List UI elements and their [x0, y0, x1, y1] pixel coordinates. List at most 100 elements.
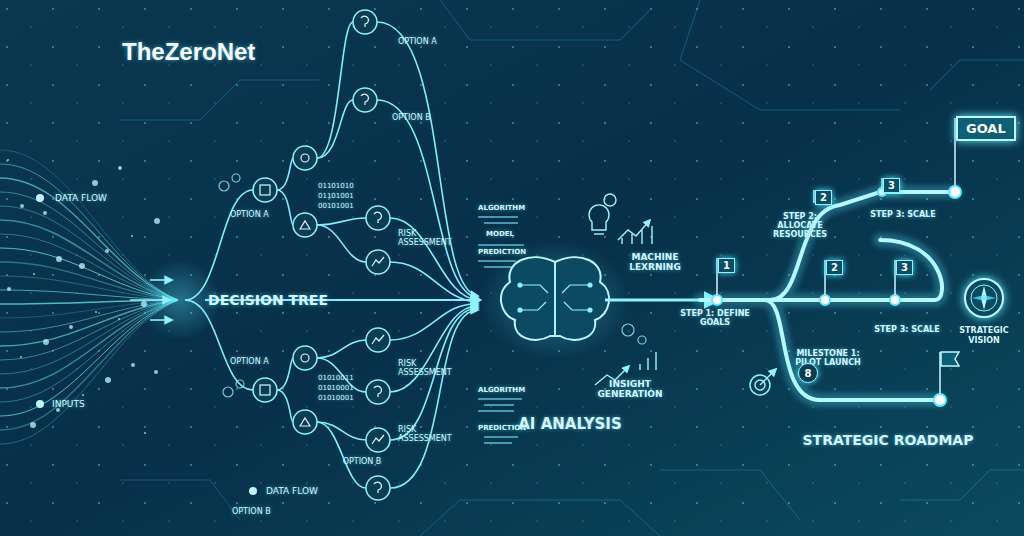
illustration-part	[930, 60, 1024, 90]
illustration-part	[390, 262, 478, 302]
illustration-part	[43, 211, 47, 215]
illustration-part	[890, 295, 900, 305]
illustration-part	[770, 192, 955, 300]
illustration-part	[604, 194, 616, 206]
target-icon	[750, 369, 776, 395]
node-icons	[260, 16, 384, 493]
illustration-part	[589, 205, 609, 230]
illustration-part	[700, 192, 955, 400]
section-label: STEP 1: DEFINE GOALS	[680, 309, 750, 327]
illustration-part	[105, 249, 109, 253]
illustration-part	[317, 22, 353, 158]
illustration-part	[765, 300, 940, 400]
illustration-part	[770, 192, 955, 300]
road-markers	[712, 186, 961, 406]
illustration-part	[120, 480, 240, 520]
watermark: TheZeroNet	[122, 38, 255, 66]
milestone-flag: 1	[718, 258, 735, 273]
illustration-part	[700, 293, 935, 307]
illustration-part	[253, 378, 277, 402]
illustration-part	[277, 358, 293, 390]
illustration-part	[478, 216, 518, 218]
step-circle: 8	[798, 363, 818, 383]
illustration-part	[293, 410, 317, 434]
illustration-part	[377, 22, 478, 296]
flag-text: 2	[820, 192, 827, 203]
illustration-part	[232, 174, 240, 182]
illustration-part	[554, 262, 555, 336]
illustration-part	[660, 470, 800, 520]
annotation-label: RISK ASSESSMENT	[398, 359, 458, 377]
flag-text: GOAL	[966, 121, 1006, 136]
section-label: MILESTONE 1: PILOT LAUNCH	[788, 349, 868, 367]
illustration-part	[484, 436, 518, 438]
illustration-part	[130, 299, 170, 301]
decision-tree-nodes	[253, 10, 390, 500]
illustration-part	[317, 225, 366, 262]
illustration-part	[293, 146, 317, 170]
illustration-part	[520, 285, 548, 293]
illustration-part	[120, 80, 320, 120]
vision-label: STRATEGIC VISION	[944, 326, 1024, 345]
brain-circuits	[518, 262, 592, 336]
flag-poles	[717, 118, 955, 394]
illustration-part	[366, 206, 390, 230]
section-label: INSIGHT GENERATION	[595, 379, 665, 400]
illustration-part	[680, 0, 900, 110]
illustration-part	[640, 352, 656, 370]
illustration-part	[478, 410, 514, 412]
illustration-part	[185, 190, 253, 300]
illustration-part	[293, 346, 317, 370]
illustration-part	[20, 356, 22, 358]
illustration-part	[638, 336, 646, 344]
annotation-label: OPTION A	[398, 37, 437, 46]
compass-needle	[966, 280, 1002, 316]
illustration-part	[317, 422, 366, 488]
section-label: DECISION TREE	[208, 292, 328, 308]
illustration-part	[765, 300, 940, 400]
illustration-part	[353, 88, 377, 112]
illustration-part	[131, 235, 133, 237]
illustration-part	[260, 185, 270, 195]
illustration-part	[150, 279, 172, 281]
annotation-label: DATA FLOW	[55, 193, 107, 203]
flag-text: 8	[805, 368, 812, 379]
illustration-part	[372, 257, 384, 266]
illustration-part	[249, 487, 257, 495]
section-label: ALGORITHM	[478, 386, 525, 394]
milestone-flag: 2	[815, 190, 832, 205]
illustration-part	[555, 257, 609, 340]
annotation-label: OPTION A	[230, 210, 269, 219]
illustration-part	[33, 273, 35, 275]
illustration-part	[374, 482, 381, 493]
illustration-part	[277, 190, 293, 225]
illustration-part	[900, 470, 1024, 500]
illustration-part	[372, 435, 384, 444]
illustration-part	[277, 158, 293, 190]
illustration-part	[478, 244, 524, 246]
annotation-label: 00101001	[318, 202, 354, 210]
annotation-label: RISK ASSESSMENT	[398, 229, 458, 247]
illustration-part	[0, 164, 178, 300]
illustration-part	[253, 178, 277, 202]
milestone-flag: 2	[826, 260, 843, 275]
section-label: STEP 3: SCALE	[870, 210, 935, 219]
annotation-label: 01010001	[318, 384, 354, 392]
illustration-part	[484, 266, 514, 268]
illustration-part	[79, 263, 85, 269]
illustration-part	[236, 380, 244, 388]
illustration-part	[390, 310, 478, 488]
illustration-part	[317, 340, 366, 358]
illustration-part	[366, 476, 390, 500]
section-label: MODEL	[486, 230, 514, 238]
section-label: AI ANALYSIS	[518, 416, 621, 433]
decision-tree-branches	[185, 22, 480, 488]
illustration-part	[420, 500, 660, 536]
illustration-part	[484, 404, 514, 406]
illustration-part	[0, 300, 178, 430]
illustration-part	[518, 283, 522, 287]
annotation-label: OPTION B	[343, 457, 382, 466]
illustration-part	[518, 308, 522, 312]
